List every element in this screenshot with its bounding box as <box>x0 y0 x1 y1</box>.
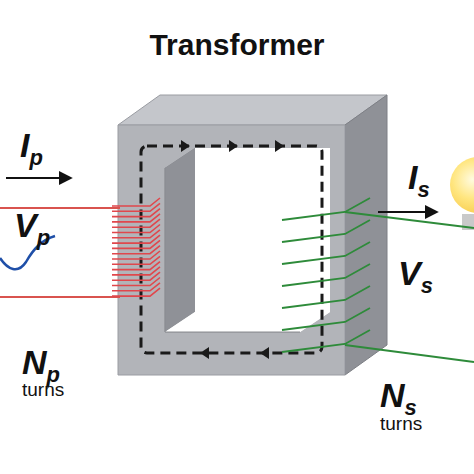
symbol-label: Np <box>22 345 60 379</box>
coil-winding <box>112 278 160 286</box>
coil-winding <box>112 225 160 233</box>
coil-winding <box>282 264 370 286</box>
coil-winding <box>112 262 160 270</box>
coil-winding <box>112 230 160 238</box>
coil-winding <box>112 246 160 254</box>
coil-winding <box>282 198 370 220</box>
symbol-label: Vs <box>398 256 433 290</box>
current-arrow <box>378 211 436 213</box>
coil-winding <box>112 203 160 211</box>
title: Transformer <box>149 30 324 60</box>
coil-winding <box>112 288 160 296</box>
coil-winding <box>112 240 160 248</box>
turns-label: turns <box>22 380 64 399</box>
coil-winding <box>112 219 160 227</box>
symbol-label: Is <box>408 160 430 194</box>
coil-winding <box>282 286 370 308</box>
coil-winding <box>112 214 160 222</box>
coil-winding <box>112 209 160 217</box>
coil-winding <box>282 242 370 264</box>
symbol-label: Vp <box>14 208 50 242</box>
coil-winding <box>112 251 160 259</box>
secondary-coil <box>282 198 370 352</box>
symbol-label: Ip <box>20 128 43 162</box>
coil-winding <box>112 272 160 280</box>
coil-winding <box>112 256 160 264</box>
light-bulb <box>450 157 474 230</box>
symbol-label: Ns <box>380 378 417 412</box>
coil-winding <box>112 283 160 291</box>
coil-winding <box>112 267 160 275</box>
coil-winding <box>282 330 370 352</box>
secondary-wires <box>345 212 474 362</box>
current-arrow <box>6 177 70 179</box>
coil-winding <box>282 308 370 330</box>
coil-winding <box>112 235 160 243</box>
turns-label: turns <box>380 414 422 433</box>
coil-winding <box>282 220 370 242</box>
coil-winding <box>112 198 160 206</box>
primary-coil <box>112 198 160 296</box>
iron-core <box>118 95 387 375</box>
